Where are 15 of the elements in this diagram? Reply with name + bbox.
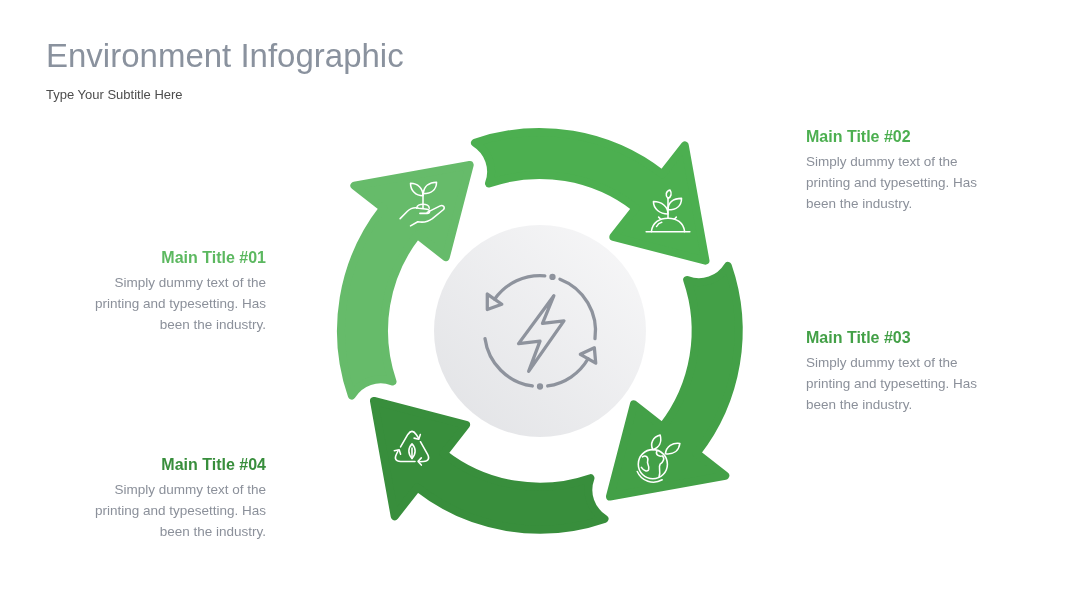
step-description: Simply dummy text of the printing and typesetting. Has been the industry. bbox=[93, 273, 266, 334]
cycle-segment bbox=[606, 262, 743, 501]
center-circle bbox=[434, 225, 646, 437]
step-title: Main Title #03 bbox=[806, 328, 911, 348]
step-title: Main Title #02 bbox=[806, 127, 911, 147]
cycle-segment bbox=[370, 397, 609, 534]
cycle-segment bbox=[471, 128, 710, 265]
step-title: Main Title #04 bbox=[161, 455, 266, 475]
page-title: Environment Infographic bbox=[46, 36, 404, 76]
step-description: Simply dummy text of the printing and typesetting. Has been the industry. bbox=[806, 353, 979, 414]
step-title: Main Title #01 bbox=[161, 248, 266, 268]
subtitle: Type Your Subtitle Here bbox=[46, 87, 183, 103]
cycle-segment bbox=[337, 161, 474, 400]
step-description: Simply dummy text of the printing and typesetting. Has been the industry. bbox=[93, 480, 266, 541]
step-description: Simply dummy text of the printing and typesetting. Has been the industry. bbox=[806, 152, 979, 213]
